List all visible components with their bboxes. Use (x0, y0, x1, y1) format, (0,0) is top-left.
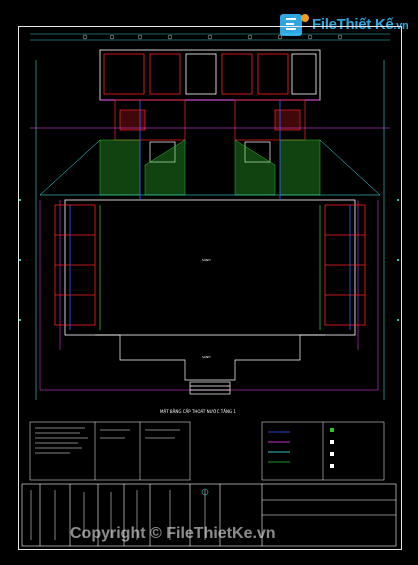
title-block-vertical-text (30, 490, 206, 540)
title-block-emblem (201, 488, 209, 496)
top-dimension-lines (30, 33, 390, 41)
wing-rooms (114, 99, 306, 163)
brand-second: Thiết Kế (336, 16, 394, 33)
drawing-sheet-frame (18, 26, 402, 550)
drawing-caption: MẶT BẰNG CẤP THOÁT NƯỚC TẦNG 1 (160, 409, 236, 414)
brand-main: File (312, 16, 337, 33)
brand-logo (278, 10, 408, 40)
lobby-label: SẢNH (202, 355, 211, 359)
grid-markers-top (82, 34, 343, 40)
notes-text-lines (35, 427, 180, 454)
perimeter-diagonals (35, 60, 385, 400)
brand-logo-icon (280, 14, 309, 36)
main-hall (54, 199, 366, 336)
grid-dots (19, 199, 399, 321)
hall-label: SẢNH (202, 258, 211, 262)
legend-block (261, 421, 385, 481)
lower-outline (95, 334, 325, 395)
legend-symbols (268, 428, 334, 468)
notes-block (29, 421, 191, 481)
copyright-watermark: Copyright © FileThietKe.vn (70, 525, 276, 542)
water-supply-lines (69, 100, 351, 330)
title-block (21, 483, 397, 547)
courtyards (99, 139, 321, 196)
upper-block (99, 49, 321, 101)
